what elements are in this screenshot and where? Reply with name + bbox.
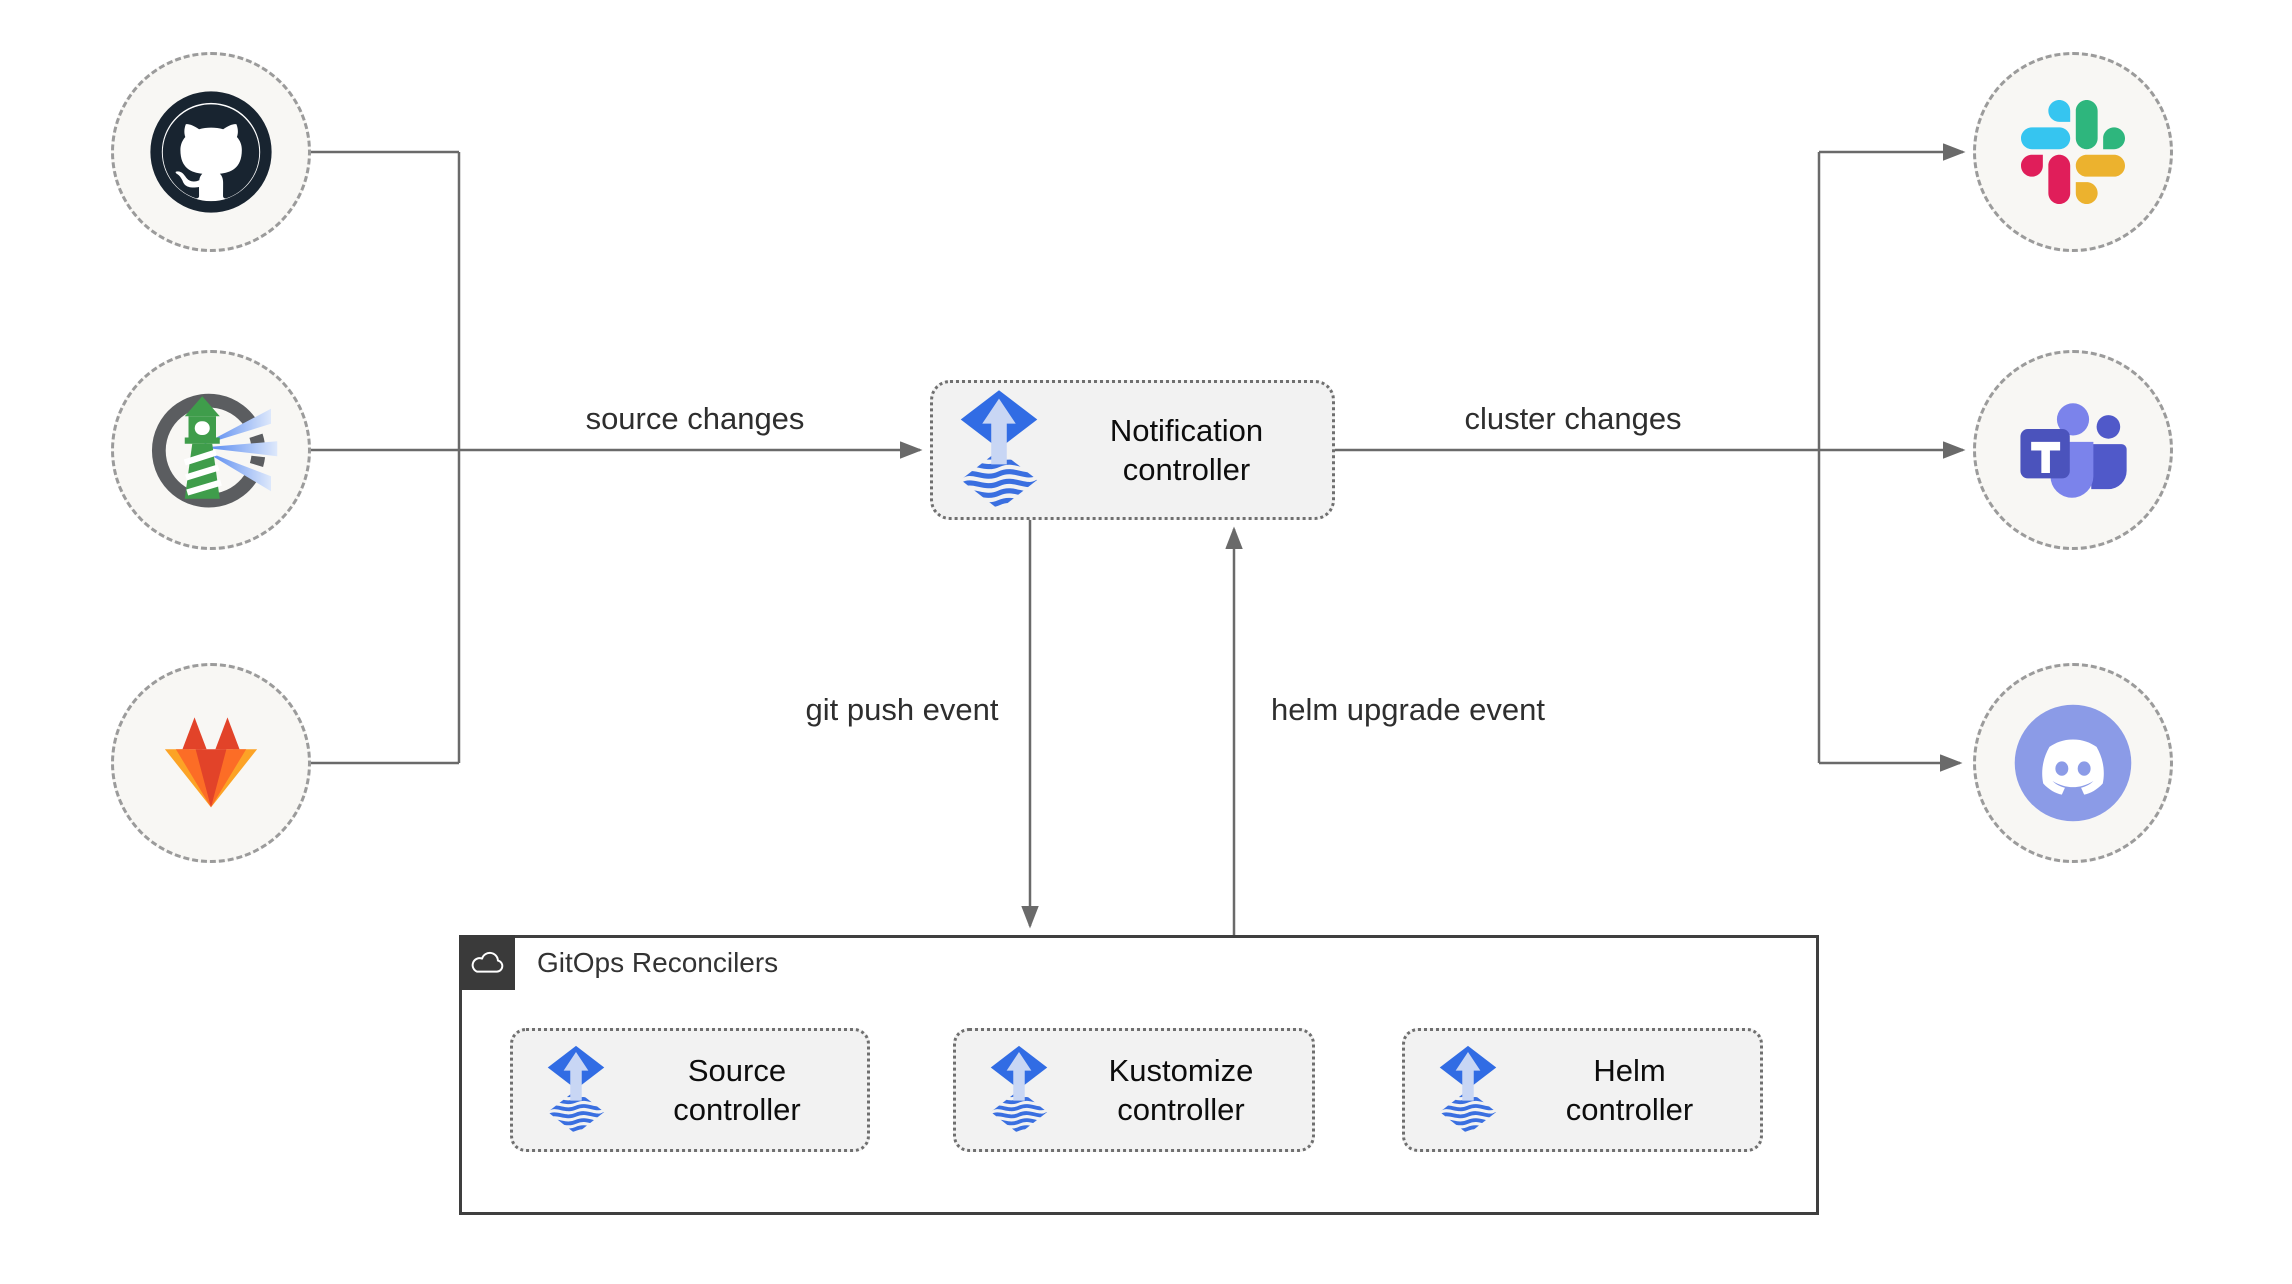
gitops-reconcilers-badge (459, 935, 515, 990)
flux-icon (1437, 1045, 1499, 1135)
left-bus-line (311, 150, 461, 765)
notification-controller-node: Notification controller (930, 380, 1335, 520)
git-push-event-label: git push event (805, 692, 999, 727)
source-controller-node: Source controller (510, 1028, 870, 1152)
source-changes-label: source changes (585, 401, 805, 436)
source-gitlab (111, 663, 311, 863)
notifier-discord (1973, 663, 2173, 863)
source-harbor (111, 350, 311, 550)
cloud-icon (468, 948, 506, 977)
flux-icon (988, 1045, 1050, 1135)
helm-upgrade-event-label: helm upgrade event (1270, 692, 1546, 727)
microsoft-teams-icon (2014, 399, 2132, 502)
flux-icon (957, 389, 1041, 511)
gitlab-icon (156, 713, 266, 814)
helm-controller-label: Helm controller (1565, 1053, 1694, 1127)
github-icon (150, 91, 272, 213)
kustomize-controller-label: Kustomize controller (1108, 1053, 1254, 1127)
notifier-slack (1973, 52, 2173, 252)
notifier-microsoft-teams (1973, 350, 2173, 550)
discord-icon (2011, 701, 2135, 825)
kustomize-controller-node: Kustomize controller (953, 1028, 1315, 1152)
notification-controller-label: Notification controller (1109, 413, 1264, 487)
source-controller-label: Source controller (673, 1053, 801, 1127)
gitops-reconcilers-title: GitOps Reconcilers (537, 947, 779, 978)
flux-icon (545, 1045, 607, 1135)
slack-icon (2021, 100, 2125, 204)
harbor-icon (136, 375, 286, 525)
helm-controller-node: Helm controller (1402, 1028, 1763, 1152)
cluster-changes-label: cluster changes (1464, 401, 1682, 436)
source-github (111, 52, 311, 252)
